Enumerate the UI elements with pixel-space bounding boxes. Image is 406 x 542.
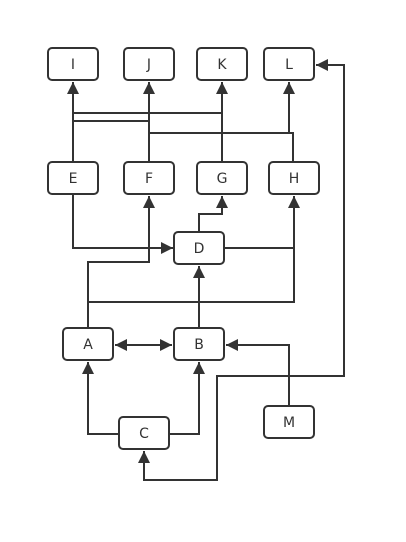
node-m: M — [263, 405, 315, 439]
edge-m-to-l — [289, 59, 345, 377]
edge-h-to-l — [283, 82, 295, 162]
edge-a-to-h — [88, 248, 295, 303]
node-b: B — [173, 327, 225, 361]
node-d-label: D — [194, 241, 205, 257]
edge-d-to-g — [198, 196, 228, 232]
edge-c-to-a — [82, 362, 118, 435]
node-j-label: J — [146, 57, 151, 73]
edge-e-to-d — [72, 195, 173, 254]
node-i: I — [47, 47, 99, 81]
node-g-label: G — [217, 171, 228, 187]
node-j: J — [123, 47, 175, 81]
node-f-label: F — [145, 171, 153, 187]
edge-d-to-h — [224, 196, 300, 249]
node-g: G — [196, 161, 248, 195]
node-f: F — [123, 161, 175, 195]
node-e: E — [47, 161, 99, 195]
node-h: H — [268, 161, 320, 195]
node-c-label: C — [139, 426, 149, 442]
node-a-label: A — [83, 337, 93, 353]
node-d: D — [173, 231, 225, 265]
node-b-label: B — [194, 337, 204, 353]
node-l: L — [263, 47, 315, 81]
node-a: A — [62, 327, 114, 361]
node-c: C — [118, 416, 170, 450]
edge-m-to-c — [138, 375, 290, 481]
node-i-label: I — [71, 57, 75, 73]
node-h-label: H — [289, 171, 300, 187]
node-k: K — [196, 47, 248, 81]
edge-c-to-b — [170, 362, 205, 435]
node-l-label: L — [285, 57, 293, 73]
edge-a-to-f — [87, 196, 155, 328]
node-m-label: M — [283, 415, 295, 431]
node-k-label: K — [217, 57, 227, 73]
node-e-label: E — [69, 171, 78, 187]
